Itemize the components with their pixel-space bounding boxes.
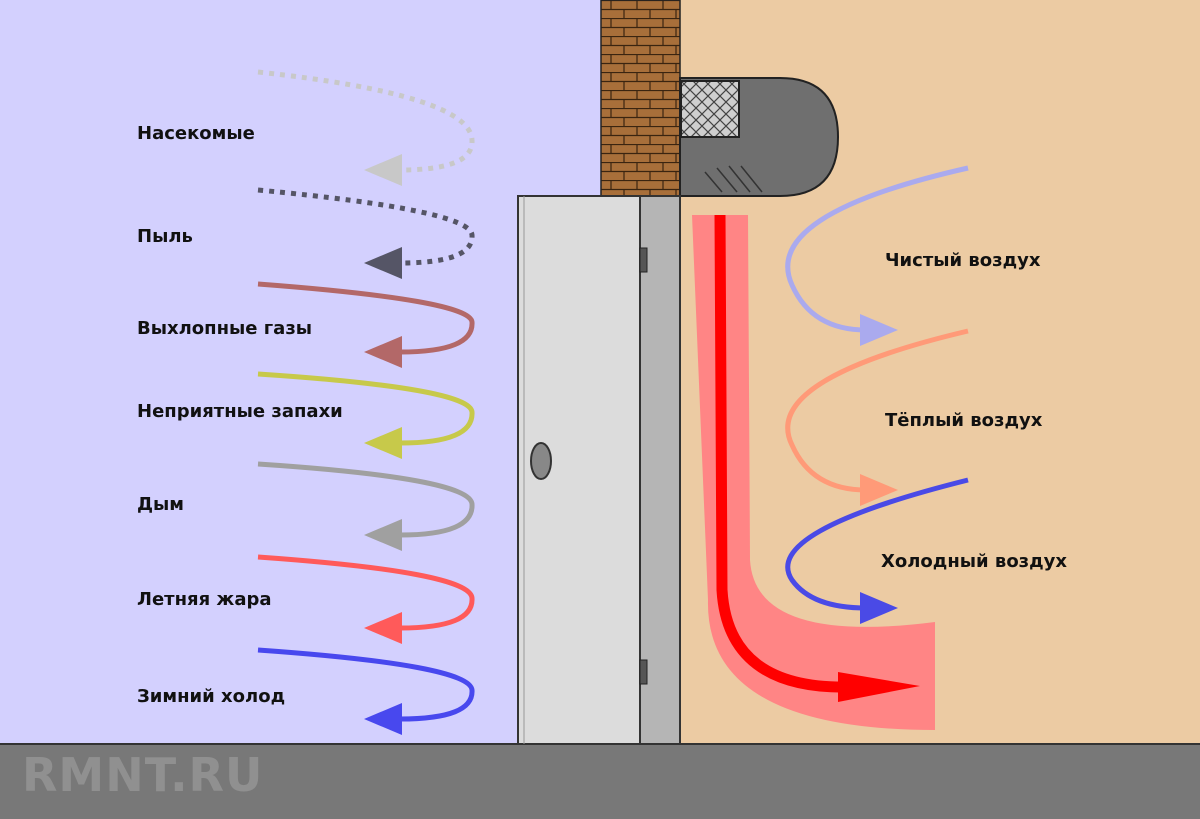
air-curtain-core (714, 214, 851, 693)
arrow-clean-air (785, 165, 969, 346)
label-dust: Пыль (137, 226, 193, 247)
air-curtain-arrowhead (838, 672, 920, 702)
arrow-winter-cold (257, 647, 475, 735)
door-hinge-bottom (639, 659, 648, 685)
arrow-insects (257, 69, 475, 186)
arrow-dust (257, 187, 475, 279)
arrow-smoke (257, 461, 475, 551)
label-cold-air: Холодный воздух (881, 551, 1068, 572)
label-warm-air: Тёплый воздух (885, 410, 1043, 431)
label-insects: Насекомые (137, 123, 255, 144)
arrow-summer-heat (257, 554, 475, 644)
arrow-cold-air (785, 477, 969, 624)
arrow-exhaust (257, 281, 475, 368)
door-handle (530, 442, 552, 480)
label-winter-cold: Зимний холод (137, 686, 286, 707)
arrow-odors (257, 371, 475, 459)
watermark: RMNT.RU (22, 748, 264, 802)
label-odors: Неприятные запахи (137, 401, 343, 422)
door-frame (639, 195, 681, 745)
brick-wall (600, 0, 681, 197)
label-clean-air: Чистый воздух (885, 250, 1041, 271)
label-exhaust: Выхлопные газы (137, 318, 313, 339)
label-summer-heat: Летняя жара (137, 589, 272, 610)
arrow-warm-air (785, 328, 969, 506)
air-curtain-flow (692, 215, 935, 730)
air-curtain-grille (680, 80, 740, 138)
label-smoke: Дым (137, 494, 185, 515)
door-hinge-top (639, 247, 648, 273)
floor (0, 744, 1200, 819)
